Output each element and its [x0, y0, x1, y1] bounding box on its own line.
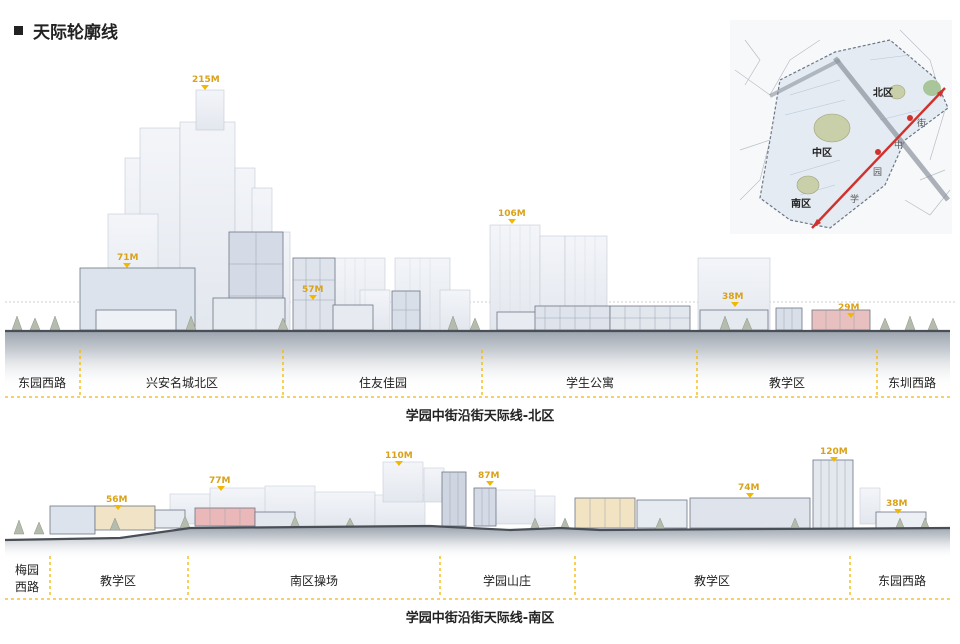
bullet-square-icon	[14, 26, 23, 35]
height-tag: 38M	[886, 499, 908, 509]
map-label-south: 南区	[791, 197, 811, 210]
map-street-char: 中	[894, 139, 903, 151]
height-tag: 77M	[209, 476, 231, 486]
height-tag: 106M	[498, 209, 526, 219]
zone-label: 学生公寓	[566, 375, 614, 390]
south-height-tags: 56M 77M 110M 87M 74M 120M 38M	[106, 447, 908, 514]
height-tag: 29M	[838, 303, 860, 313]
north-height-tags: 215M 71M 57M 106M 38M 29M	[117, 75, 860, 318]
north-skyline: 215M 71M 57M 106M 38M 29M 东园西路 兴安名城北区 住友…	[5, 75, 955, 424]
zone-label: 学园山庄	[483, 573, 531, 588]
map-street-char: 园	[873, 167, 882, 178]
zone-label: 兴安名城北区	[146, 375, 218, 390]
south-caption: 学园中街沿街天际线-南区	[406, 610, 554, 626]
map-label-north: 北区	[873, 86, 893, 99]
height-tag: 215M	[192, 75, 220, 85]
height-tag: 120M	[820, 447, 848, 457]
zone-label: 梅园	[15, 562, 39, 577]
zone-label: 住友佳园	[359, 376, 407, 390]
zone-label: 东园西路	[18, 375, 66, 390]
height-tag: 110M	[385, 451, 413, 461]
height-tag: 71M	[117, 253, 139, 263]
map-street-char: 学	[850, 193, 859, 205]
map-street-char: 街	[917, 117, 926, 129]
section-heading: 天际轮廓线	[14, 18, 118, 43]
zone-label: 东圳西路	[888, 375, 936, 390]
height-tag: 74M	[738, 483, 760, 493]
height-tag: 87M	[478, 471, 500, 481]
height-tag: 38M	[722, 292, 744, 302]
map-label-middle: 中区	[812, 146, 832, 159]
zone-label: 南区操场	[290, 573, 338, 588]
height-tag: 57M	[302, 285, 324, 295]
zone-label: 教学区	[694, 573, 730, 588]
zone-label: 西路	[15, 579, 39, 594]
south-skyline: 56M 77M 110M 87M 74M 120M 38M 梅园 西路	[4, 447, 951, 626]
zone-label: 教学区	[100, 573, 136, 588]
zone-label: 东园西路	[878, 573, 926, 588]
location-map: 北区 中区 南区 街 中 园 学	[730, 20, 952, 234]
heading-title: 天际轮廓线	[33, 23, 118, 43]
zone-label: 教学区	[769, 375, 805, 390]
north-caption: 学园中街沿街天际线-北区	[406, 408, 554, 424]
height-tag: 56M	[106, 495, 128, 505]
